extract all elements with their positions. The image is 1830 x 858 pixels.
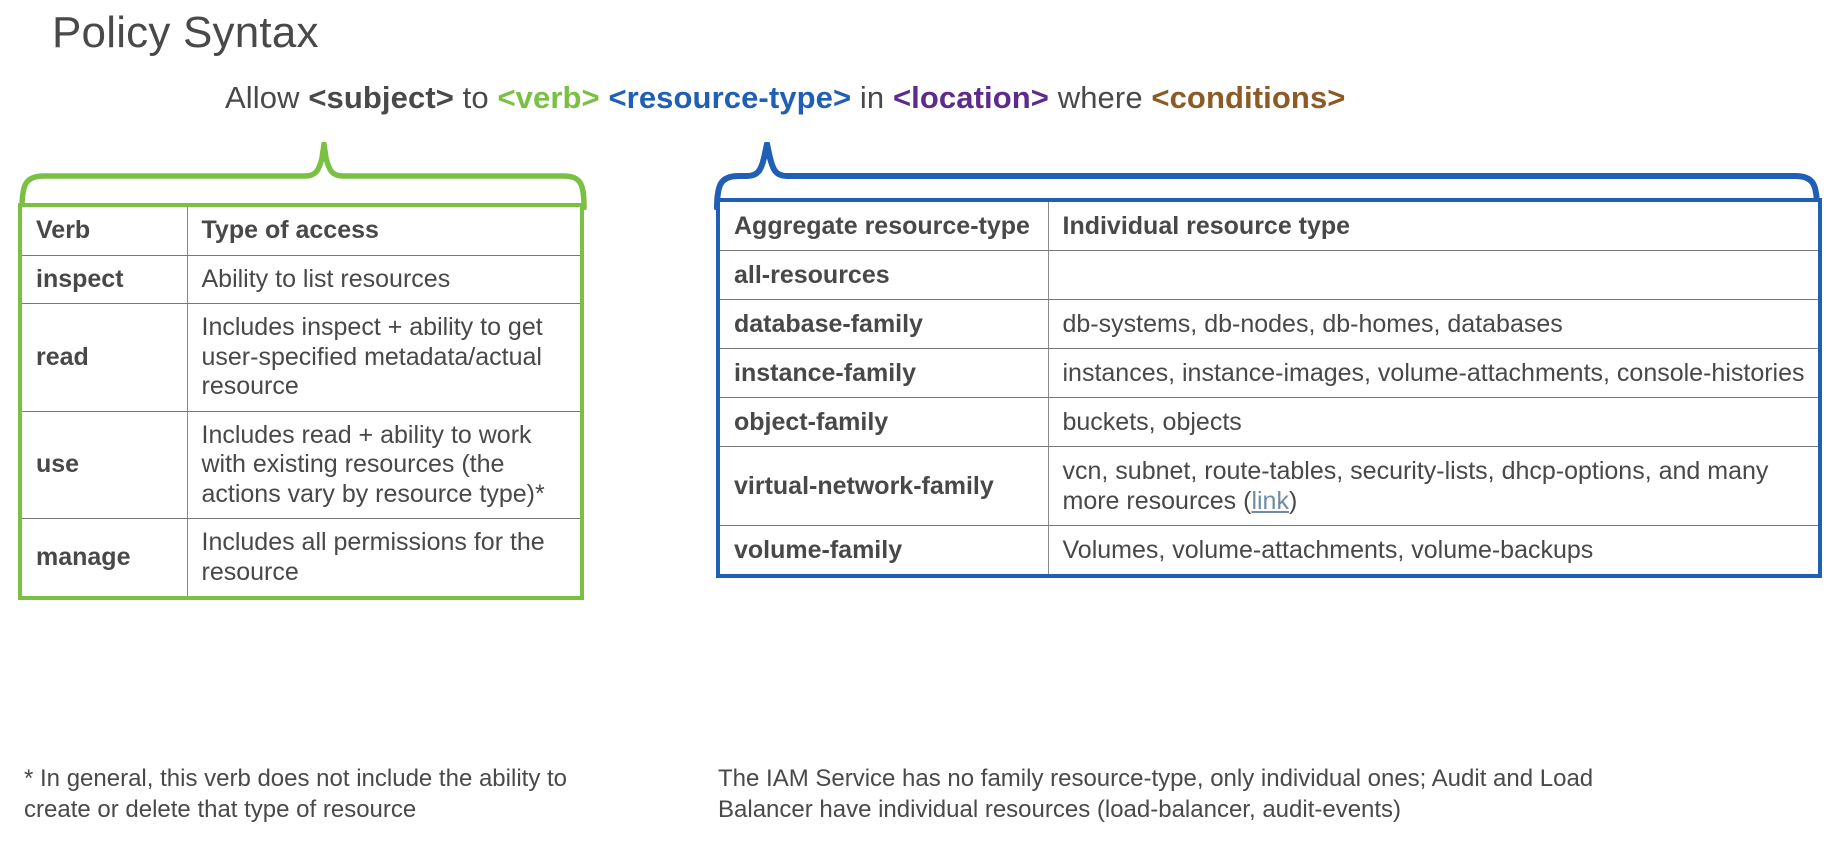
policy-token-resource-type: <resource-type>	[608, 80, 852, 115]
restype-cell-all-resources: all-resources	[718, 250, 1049, 300]
restype-cell-object-family: object-family	[718, 397, 1049, 447]
policy-token-verb: <verb>	[497, 80, 600, 115]
table-row: object-family buckets, objects	[718, 397, 1820, 447]
restype-individual-volume-family: Volumes, volume-attachments, volume-back…	[1047, 525, 1820, 576]
table-row: inspect Ability to list resources	[20, 254, 582, 304]
policy-keyword-allow: Allow	[225, 80, 300, 115]
policy-keyword-in: in	[859, 80, 885, 115]
restype-individual-instance-family: instances, instance-images, volume-attac…	[1047, 348, 1820, 398]
table-row: manage Includes all permissions for the …	[20, 518, 582, 598]
resource-type-table: Aggregate resource-type Individual resou…	[716, 198, 1822, 578]
policy-keyword-to: to	[462, 80, 489, 115]
footnote-verb-note: * In general, this verb does not include…	[24, 765, 567, 824]
restype-table-header-individual: Individual resource type	[1047, 200, 1820, 251]
curly-brace-verb-icon	[18, 142, 588, 210]
verb-table-header-verb: Verb	[20, 205, 188, 256]
verb-cell-manage: manage	[20, 518, 188, 598]
table-row: virtual-network-family vcn, subnet, rout…	[718, 446, 1820, 526]
table-row: volume-family Volumes, volume-attachment…	[718, 525, 1820, 576]
table-row: all-resources	[718, 250, 1820, 300]
verb-access-read: Includes inspect + ability to get user-s…	[186, 303, 582, 412]
restype-individual-virtual-network-family: vcn, subnet, route-tables, security-list…	[1047, 446, 1820, 526]
table-header-row: Aggregate resource-type Individual resou…	[718, 200, 1820, 251]
policy-statement-line: Allow <subject> to <verb> <resource-type…	[225, 80, 1346, 116]
restype-table-header-aggregate: Aggregate resource-type	[718, 200, 1049, 251]
restype-cell-volume-family: volume-family	[718, 525, 1049, 576]
restype-cell-virtual-network-family: virtual-network-family	[718, 446, 1049, 526]
verb-access-manage: Includes all permissions for the resourc…	[186, 518, 582, 598]
footnote-resource-type-note: The IAM Service has no family resource-t…	[718, 765, 1594, 824]
restype-individual-object-family: buckets, objects	[1047, 397, 1820, 447]
verb-cell-read: read	[20, 303, 188, 412]
table-row: database-family db-systems, db-nodes, db…	[718, 299, 1820, 349]
page-title: Policy Syntax	[52, 8, 319, 57]
table-row: use Includes read + ability to work with…	[20, 410, 582, 519]
verb-table-header-access: Type of access	[186, 205, 582, 256]
verb-access-use: Includes read + ability to work with exi…	[186, 410, 582, 519]
verb-cell-use: use	[20, 410, 188, 519]
table-header-row: Verb Type of access	[20, 205, 582, 256]
verb-table: Verb Type of access inspect Ability to l…	[18, 203, 584, 600]
policy-keyword-where: where	[1057, 80, 1143, 115]
restype-cell-database-family: database-family	[718, 299, 1049, 349]
verb-cell-inspect: inspect	[20, 254, 188, 304]
verb-access-inspect: Ability to list resources	[186, 254, 582, 304]
curly-brace-verb-svg	[19, 142, 587, 210]
restype-vn-suffix: )	[1288, 487, 1298, 515]
restype-individual-all-resources	[1047, 250, 1820, 300]
policy-token-conditions: <conditions>	[1151, 80, 1346, 115]
table-row: read Includes inspect + ability to get u…	[20, 303, 582, 412]
table-row: instance-family instances, instance-imag…	[718, 348, 1820, 398]
policy-token-subject: <subject>	[308, 80, 454, 115]
restype-cell-instance-family: instance-family	[718, 348, 1049, 398]
policy-token-location: <location>	[892, 80, 1050, 115]
more-resources-link[interactable]: link	[1251, 487, 1289, 515]
restype-vn-prefix: vcn, subnet, route-tables, security-list…	[1062, 457, 1769, 515]
restype-individual-database-family: db-systems, db-nodes, db-homes, database…	[1047, 299, 1820, 349]
